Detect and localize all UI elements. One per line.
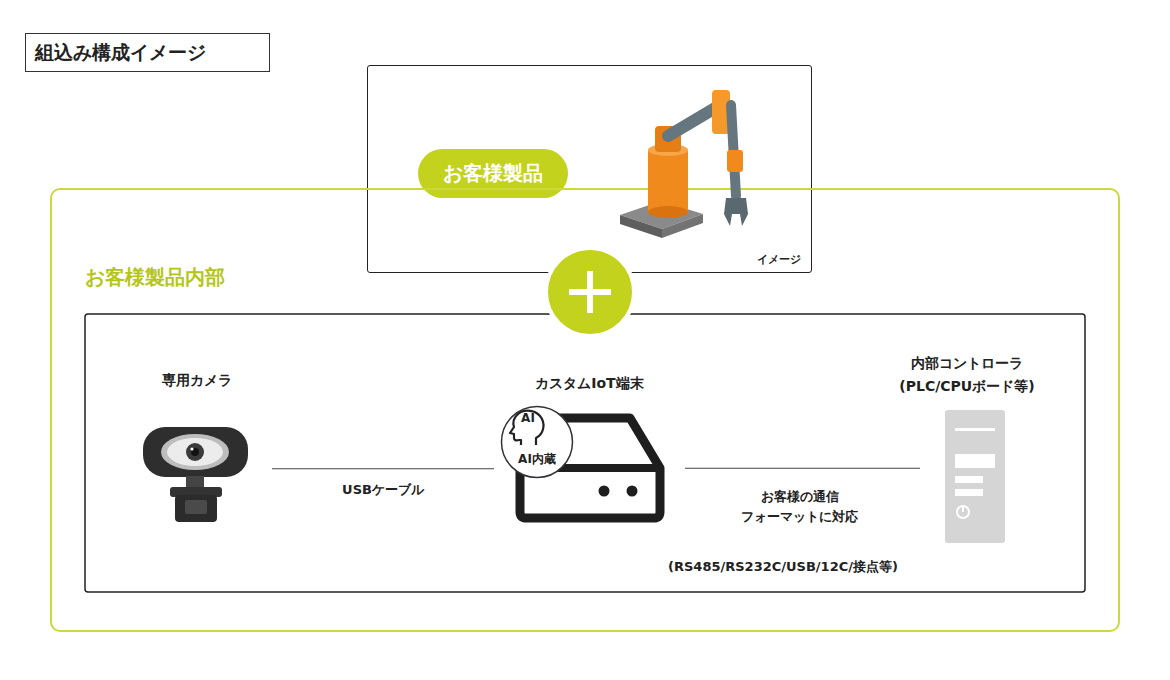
- camera-icon-part: [190, 447, 193, 450]
- camera-icon-part: [175, 495, 217, 522]
- terminal-node: カスタムIoT端末AI内蔵: [494, 407, 685, 529]
- controller-icon-part: [957, 506, 969, 518]
- camera-icon-part: [167, 438, 223, 466]
- product-box: イメージ お客様製品: [367, 65, 812, 273]
- controller-icon-part: [945, 410, 1005, 543]
- connector-label: お客様の通信 フォーマットに対応: [725, 487, 875, 527]
- inner-frame: [85, 314, 1085, 592]
- device-label: 内部コントローラ (PLC/CPUボード等): [882, 352, 1052, 398]
- plus-badge-part: [569, 289, 611, 295]
- camera-icon-part: [143, 427, 248, 477]
- connector-label: USBケーブル: [313, 480, 453, 500]
- camera-icon-part: [186, 443, 204, 461]
- device-label: 専用カメラ: [82, 372, 312, 390]
- diagram-title: 組込み構成イメージ: [25, 33, 270, 72]
- camera-icon: [143, 427, 248, 522]
- badge-label: AI内蔵: [500, 451, 574, 468]
- camera-node: 専用カメラ: [122, 422, 272, 517]
- controller-icon: [945, 410, 1005, 543]
- interface-list: (RS485/RS232C/USB/12C/接点等): [668, 558, 898, 576]
- image-note: イメージ: [757, 252, 801, 267]
- camera-icon-part: [185, 500, 207, 514]
- pill-label: お客様製品: [443, 160, 543, 187]
- ai-badge: AI内蔵: [500, 405, 574, 479]
- group-heading: お客様製品内部: [85, 264, 225, 291]
- ai-mark: AI: [521, 411, 535, 425]
- plus-badge-part: [587, 271, 593, 313]
- controller-node: 内部コントローラ (PLC/CPUボード等): [920, 402, 1014, 535]
- device-label: カスタムIoT端末: [454, 375, 725, 393]
- controller-icon-part: [955, 454, 995, 468]
- controller-icon-part: [955, 476, 983, 483]
- iot-terminal-icon-part: [599, 486, 610, 497]
- head-icon: [510, 411, 543, 445]
- internal-group: お客様製品内部専用カメラカスタムIoT端末AI内蔵内部コントローラ (PLC/C…: [50, 188, 1120, 632]
- badge-circle: [502, 407, 573, 478]
- connector-line: [272, 468, 494, 469]
- iot-terminal-icon-part: [627, 486, 638, 497]
- camera-icon-part: [186, 476, 204, 490]
- controller-icon-part: [962, 506, 964, 512]
- controller-icon-part: [955, 428, 995, 431]
- camera-icon-part: [191, 448, 199, 456]
- product-pill: お客様製品: [418, 149, 568, 198]
- connector-line: [685, 468, 920, 469]
- controller-icon-part: [955, 489, 983, 496]
- badge-outline: [500, 405, 574, 479]
- camera-icon-part: [161, 434, 229, 470]
- camera-icon-part: [170, 487, 222, 497]
